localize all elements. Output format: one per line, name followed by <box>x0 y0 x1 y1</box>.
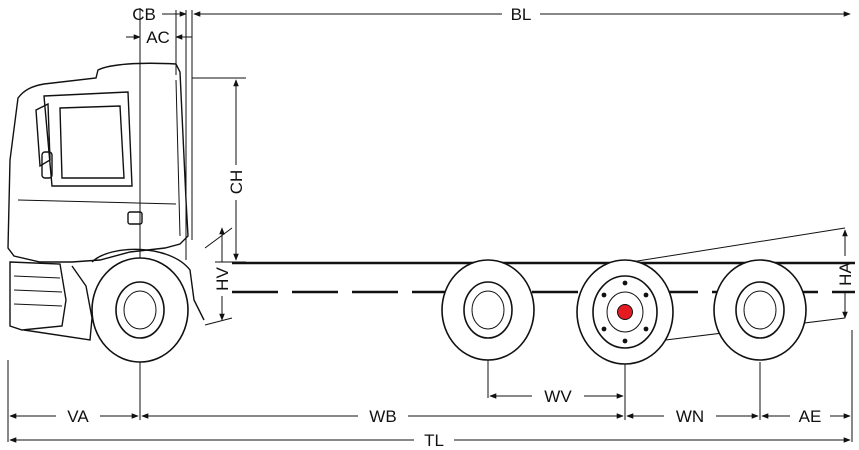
label-ac: AC <box>146 28 170 47</box>
label-wb: WB <box>369 407 396 426</box>
rear-axle-2-wheel <box>576 259 674 365</box>
reference-lines <box>7 8 853 442</box>
label-va: VA <box>67 407 89 426</box>
hub-marker-icon <box>617 304 633 320</box>
label-ha: HA <box>836 262 855 286</box>
label-tl: TL <box>424 431 444 450</box>
label-hv: HV <box>213 267 232 291</box>
label-ch: CH <box>227 170 246 195</box>
label-bl: BL <box>511 5 532 24</box>
front-wheel <box>91 257 189 363</box>
label-cb: CB <box>132 5 156 24</box>
rear-axle-3-wheel <box>713 259 807 361</box>
label-ae: AE <box>799 407 822 426</box>
label-wv: WV <box>544 387 572 406</box>
truck-cab <box>7 62 205 341</box>
dimension-labels: CB BL AC CH HV HA WV VA WB WN AE TL <box>67 5 855 450</box>
rear-axle-1-wheel <box>441 259 535 361</box>
dimension-lines <box>9 11 851 443</box>
label-wn: WN <box>676 407 704 426</box>
